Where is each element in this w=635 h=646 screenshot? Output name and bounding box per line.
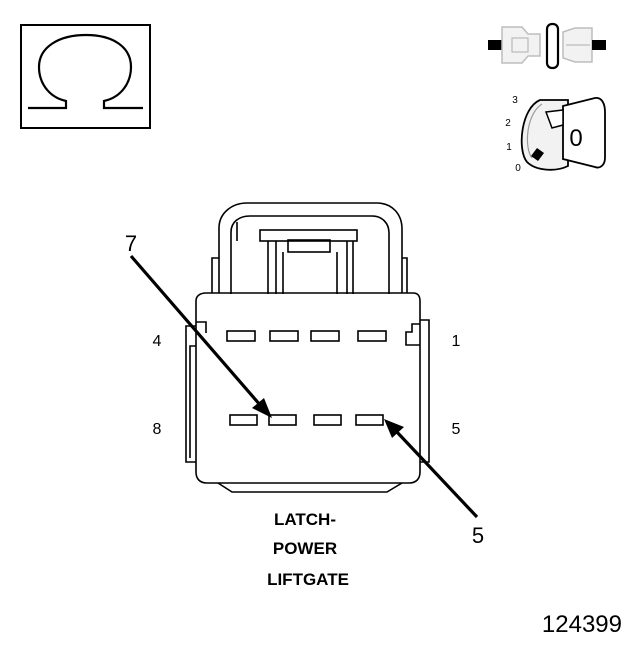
terminal-cavities bbox=[226, 330, 387, 426]
cavity-6 bbox=[313, 414, 342, 426]
cavity-7 bbox=[268, 414, 297, 426]
cavity-3 bbox=[269, 330, 299, 342]
callout-arrow-upper bbox=[129, 254, 272, 418]
key-tick-3: 3 bbox=[512, 95, 518, 106]
connector-title-line-2: POWER bbox=[273, 539, 337, 558]
cavity-4 bbox=[226, 330, 256, 342]
connector-disconnect-icon bbox=[488, 22, 606, 70]
connector-title-line-1: LATCH- bbox=[274, 510, 336, 529]
callout-label-upper: 7 bbox=[125, 231, 137, 256]
callout-label-lower: 5 bbox=[472, 523, 484, 548]
key-tick-0: 0 bbox=[515, 163, 521, 174]
cavity-5 bbox=[355, 414, 384, 426]
key-tick-2: 2 bbox=[505, 118, 511, 129]
connector-title-line-3: LIFTGATE bbox=[267, 570, 349, 589]
cavity-2 bbox=[310, 330, 340, 342]
callout-arrow-lower bbox=[384, 419, 479, 519]
connector-body bbox=[185, 202, 430, 493]
pin-label-bottom-left: 8 bbox=[153, 421, 162, 438]
figure-number: 124399 bbox=[542, 611, 622, 638]
key-position-label: 0 bbox=[569, 125, 582, 152]
pin-label-top-left: 4 bbox=[153, 333, 162, 350]
cavity-1 bbox=[357, 330, 387, 342]
ohm-symbol-icon bbox=[20, 24, 151, 129]
ignition-key-icon bbox=[520, 97, 606, 171]
key-tick-1: 1 bbox=[506, 142, 512, 153]
pin-label-top-right: 1 bbox=[452, 333, 461, 350]
pin-label-bottom-right: 5 bbox=[452, 421, 461, 438]
cavity-8 bbox=[229, 414, 258, 426]
